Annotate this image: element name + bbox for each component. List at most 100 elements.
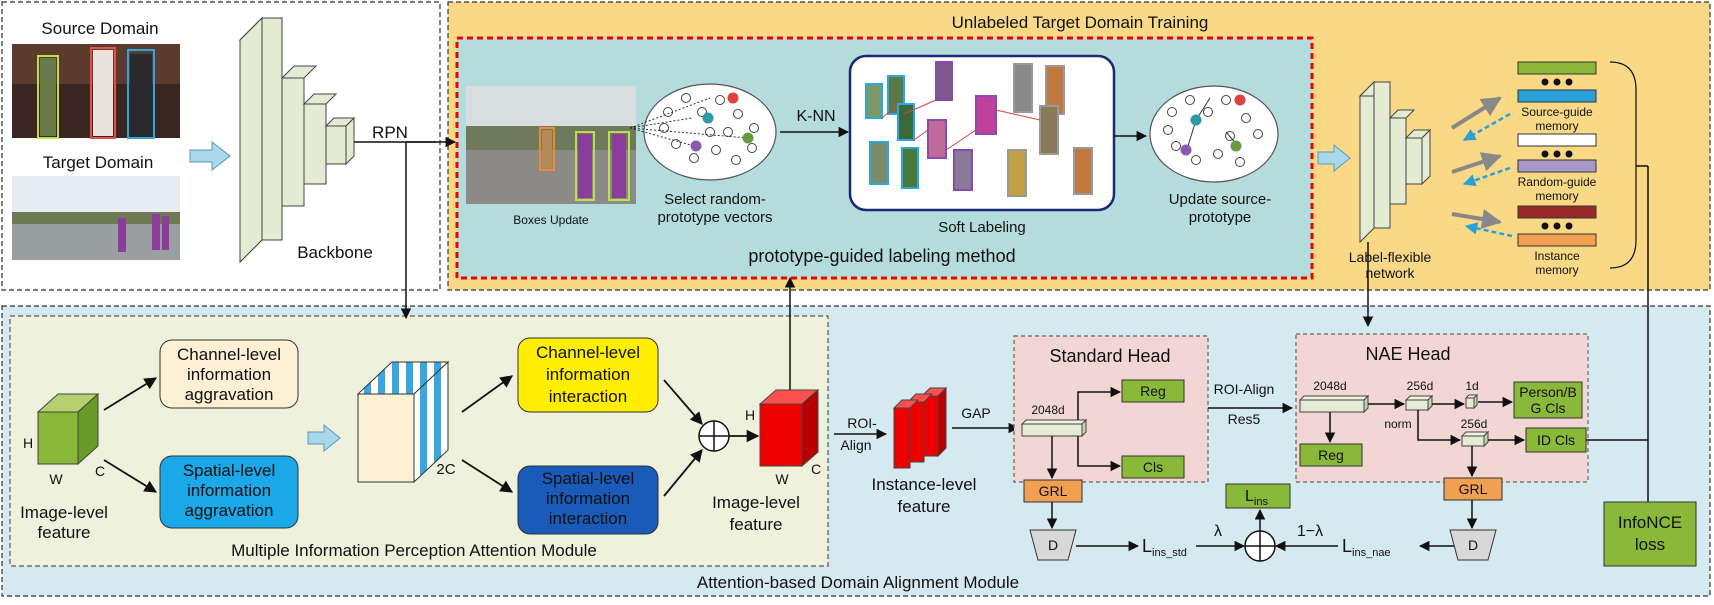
standard-head-title: Standard Head (1049, 346, 1170, 366)
soft-labeling-links (881, 99, 1041, 151)
instance-memory-label-1: Instance (1534, 249, 1580, 263)
update-proto-green (1230, 140, 1242, 152)
knn-label: K-NN (796, 108, 835, 125)
nae-1d: 1d (1465, 379, 1478, 393)
boxes-update-label: Boxes Update (513, 213, 589, 227)
spatial-aggr-2: information (187, 481, 271, 500)
nae-2048-bar (1298, 394, 1370, 414)
random-guide-memory (1517, 133, 1597, 173)
prototype-links (629, 97, 749, 147)
nae-reg-label: Reg (1318, 447, 1344, 463)
update-proto-teal (1190, 114, 1202, 126)
input-h: H (23, 435, 33, 451)
proto-red (727, 92, 739, 104)
image-level-feature-2: feature (38, 523, 91, 542)
concat-arrow (307, 423, 341, 453)
to-channel-inter-arrow (461, 375, 514, 413)
source-guide-label-1: Source-guide (1521, 105, 1593, 119)
roi-align-1: ROI- (847, 415, 877, 431)
roi-align-2: Align (840, 437, 871, 453)
channel-aggr-2: information (187, 365, 271, 384)
update-label-line1: Update source- (1169, 191, 1272, 208)
prototype-dots (659, 93, 759, 165)
random-guide-label-2: memory (1535, 189, 1578, 203)
nae-head-title: NAE Head (1365, 344, 1450, 364)
l-nae-label: Lins_nae (1342, 536, 1391, 559)
channel-aggr-1: Channel-level (177, 345, 281, 364)
to-label-flexible-arrow (1317, 143, 1351, 173)
instance-feature-1: Instance-level (872, 475, 977, 494)
nae-1d-bar (1464, 393, 1479, 410)
channel-inter-1: Channel-level (536, 343, 640, 362)
output-image-level-1: Image-level (712, 493, 800, 512)
spatial-to-sum-arrow (663, 449, 703, 497)
nae-256b-bar (1460, 430, 1490, 448)
channel-aggr-3: aggravation (185, 385, 274, 404)
std-to-cls-line (1077, 436, 1122, 472)
update-dots (1163, 95, 1263, 167)
infonce-2: loss (1635, 535, 1665, 554)
nae-256d: 256d (1407, 379, 1434, 393)
select-label-line2: prototype vectors (657, 209, 772, 226)
lambda-label: λ (1214, 523, 1222, 540)
std-reg-box (1121, 379, 1185, 403)
proto-purple (690, 140, 702, 152)
to-spatial-aggr-arrow (103, 459, 158, 493)
nae-grl-box (1443, 477, 1503, 501)
update-label-line2: prototype (1189, 209, 1252, 226)
std-reg-label: Reg (1140, 383, 1166, 399)
infonce-1: InfoNCE (1618, 513, 1682, 532)
spatial-aggr-1: Spatial-level (183, 461, 276, 480)
std-cls-box (1121, 455, 1185, 479)
std-cls-label: Cls (1143, 459, 1163, 475)
labeling-method-title: prototype-guided labeling method (748, 246, 1015, 266)
source-image (12, 44, 180, 139)
backbone-block (238, 16, 356, 264)
image-level-feature-1: Image-level (20, 503, 108, 522)
source-domain-label: Source Domain (41, 19, 158, 38)
l-ins-box (1225, 483, 1291, 509)
two-c-label: 2C (436, 461, 455, 478)
backbone-label: Backbone (297, 243, 373, 262)
proto-green (742, 132, 754, 144)
nae-grl-label: GRL (1459, 481, 1488, 497)
gap-label: GAP (961, 405, 991, 421)
std-to-reg-line (1077, 386, 1122, 420)
source-guide-label-2: memory (1535, 119, 1578, 133)
nae-2048d: 2048d (1313, 379, 1346, 393)
nae-reg-box (1299, 443, 1363, 467)
label-flexible-line2: network (1365, 265, 1415, 281)
select-label-line1: Select random- (664, 191, 766, 208)
nae-d-label: D (1468, 537, 1478, 553)
memory-exchange-arrows (1450, 96, 1513, 238)
instance-feature-2: feature (898, 497, 951, 516)
nae-256d-b: 256d (1461, 417, 1488, 431)
input-c: C (95, 463, 105, 479)
std-d-label: D (1048, 537, 1058, 553)
l-ins-label: Lins (1245, 488, 1268, 508)
mipam-title: Multiple Information Perception Attentio… (231, 541, 597, 560)
memory-bracket (1609, 61, 1637, 269)
spatial-aggr-3: aggravation (185, 501, 274, 520)
rpn-label: RPN (372, 123, 408, 142)
instance-feature-stack (892, 386, 948, 469)
boxes-update-image (466, 86, 636, 204)
nae-norm: norm (1384, 417, 1411, 431)
res5-label: Res5 (1228, 411, 1261, 427)
update-prototype-ellipse (1149, 85, 1279, 183)
spatial-aggravation-box (159, 455, 299, 529)
instance-memory (1517, 205, 1597, 247)
person-bg-cls-box (1513, 381, 1583, 419)
nae-256-down-line (1417, 410, 1462, 446)
output-c: C (811, 461, 821, 477)
one-minus-lambda-label: 1−λ (1297, 523, 1323, 540)
proto-teal (702, 112, 714, 124)
spatial-inter-1: Spatial-level (542, 469, 635, 488)
soft-labeling-crops (865, 61, 1093, 197)
loss-sum-icon (1244, 530, 1276, 562)
channel-inter-2: information (546, 365, 630, 384)
person-bg-1: Person/B (1519, 384, 1577, 400)
target-domain-label: Target Domain (43, 153, 154, 172)
update-proto-red (1234, 94, 1246, 106)
